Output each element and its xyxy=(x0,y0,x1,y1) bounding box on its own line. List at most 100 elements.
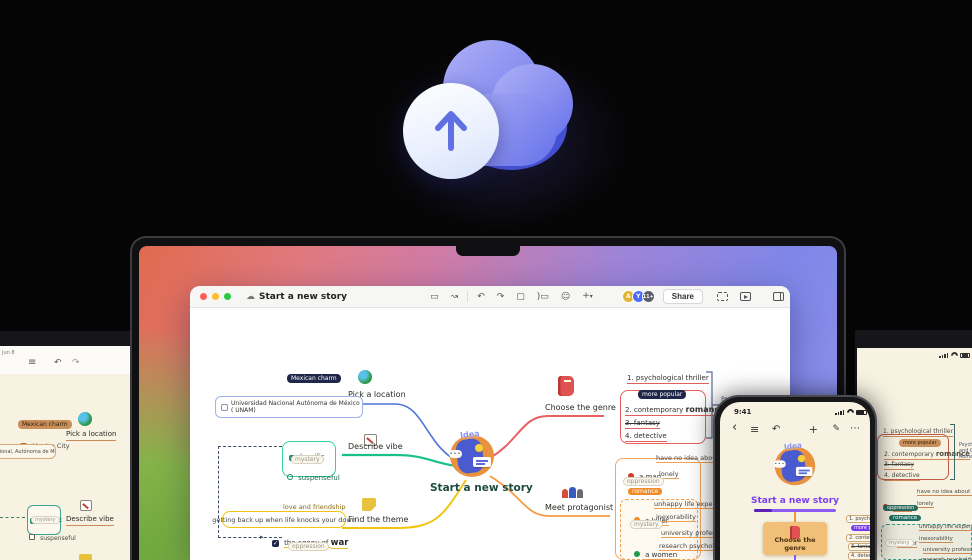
plus-icon: + xyxy=(582,291,590,301)
close-button[interactable] xyxy=(200,293,207,300)
menu-icon[interactable]: ≡ xyxy=(28,357,37,368)
phone-genre-item-4[interactable]: 4. detective xyxy=(848,552,870,560)
women-child-1[interactable]: university professor xyxy=(923,547,972,554)
minimize-button[interactable] xyxy=(212,293,219,300)
more-icon[interactable]: ⋯ xyxy=(850,423,860,434)
central-topic[interactable]: Start a new story xyxy=(430,482,533,494)
university-node[interactable]: Universidad Nacional Autónoma de México … xyxy=(215,396,363,418)
protagonist-people-icon xyxy=(562,484,584,498)
suspenseful-item[interactable]: suspenseful xyxy=(29,525,76,544)
killer-child-2[interactable]: inexorability xyxy=(656,513,697,522)
women-child-2[interactable]: research psychologist xyxy=(659,542,730,551)
battery-icon xyxy=(856,410,867,415)
redo-icon[interactable]: ↷ xyxy=(72,358,80,368)
a-women-item[interactable]: a women xyxy=(887,551,925,560)
present-icon[interactable] xyxy=(740,292,751,301)
genre-item-2-prefix: 2. contemporary xyxy=(625,406,686,414)
boundary-icon[interactable]: ▢ xyxy=(516,291,525,302)
a-women-item[interactable]: a women xyxy=(634,542,678,560)
killer-child-2[interactable]: inexorability xyxy=(919,536,953,543)
checkbox-empty-icon[interactable] xyxy=(221,403,228,411)
university-node[interactable]: cional, Autónoma de México xyxy=(0,444,56,459)
genre-item-3[interactable]: 3. fantasy xyxy=(625,419,660,429)
meet-protagonist-topic[interactable]: Meet protagonist xyxy=(545,503,614,512)
man-child-1[interactable]: have no idea about the futu xyxy=(656,454,747,463)
describe-vibe-topic[interactable]: Describe vibe xyxy=(348,442,403,451)
agony-bold: war xyxy=(330,538,349,549)
choose-genre-topic[interactable]: Choose the genre xyxy=(545,403,616,412)
checkbox-checked-icon[interactable]: ✓ xyxy=(272,540,279,547)
phone-genre-item-1[interactable]: 1. psychological xyxy=(846,515,870,523)
mystery-tag: mystery xyxy=(31,516,60,524)
relationship-icon[interactable]: ↝ xyxy=(450,291,459,302)
checkbox-empty-icon[interactable] xyxy=(29,534,35,540)
man-child-2[interactable]: lonely xyxy=(659,470,679,479)
mindmap-canvas[interactable]: ••• Idea Start a new story Pick a locati… xyxy=(190,308,790,560)
left-tablet-canvas[interactable]: Mexican charm ✓ Mexico City cional, Autó… xyxy=(0,374,146,560)
share-button[interactable]: Share xyxy=(662,289,703,304)
genre-item-2[interactable]: 2. contemporary romance xyxy=(884,450,971,460)
priority-red-icon xyxy=(628,473,634,479)
genre-group-box[interactable] xyxy=(877,434,949,480)
knocks-label: getting back up when life knocks your do… xyxy=(212,515,356,524)
oppression-tag: oppression xyxy=(288,542,329,551)
man-child-2[interactable]: lonely xyxy=(917,501,934,508)
mexican-charm-pill[interactable]: Mexican charm xyxy=(18,420,72,429)
love-friendship-label[interactable]: love and friendship xyxy=(283,503,346,511)
idea-sticker[interactable]: ••• Idea xyxy=(772,441,818,488)
redo-icon[interactable]: ↷ xyxy=(496,291,505,302)
suspenseful-item[interactable]: suspenseful xyxy=(287,465,340,484)
genre-item-4[interactable]: 4. detective xyxy=(884,472,920,481)
fullscreen-icon[interactable] xyxy=(717,292,728,301)
phone-central-topic[interactable]: Start a new story xyxy=(750,496,840,506)
back-icon[interactable]: ‹ xyxy=(732,420,738,435)
window-titlebar: ☁ Start a new story ▭ ↝ ↶ ↷ ▢ )▭ ☺ +▾ A … xyxy=(190,286,790,308)
phone-genre-item-3[interactable]: 3. fantasy xyxy=(848,543,870,551)
genre-item-1[interactable]: 1. psychological thriller xyxy=(627,374,709,384)
dash-arrow-icon: ▸ xyxy=(260,533,264,541)
phone-genre-item-2[interactable]: 2. contemporary xyxy=(846,534,870,542)
radio-empty-icon[interactable] xyxy=(287,474,293,480)
document-title: Start a new story xyxy=(259,291,348,302)
knocks-node[interactable]: getting back up when life knocks your do… xyxy=(212,511,356,528)
suspenseful-label: suspenseful xyxy=(40,535,76,542)
sticker-icon[interactable]: ☺ xyxy=(560,291,571,302)
menu-icon[interactable]: ≡ xyxy=(750,423,760,436)
undo-icon[interactable]: ↶ xyxy=(54,358,62,368)
describe-vibe-topic[interactable]: Describe vibe xyxy=(66,515,114,526)
summary-icon[interactable]: )▭ xyxy=(536,291,549,302)
pick-location-topic[interactable]: Pick a location xyxy=(348,390,406,399)
killer-child-1[interactable]: unhappy life experience xyxy=(654,500,733,509)
insert-topic-icon[interactable]: ▭ xyxy=(430,291,439,302)
add-icon[interactable]: + xyxy=(808,423,818,436)
central-underline xyxy=(754,509,836,512)
battery-icon xyxy=(960,353,970,358)
split-panel-icon[interactable] xyxy=(773,292,784,301)
summary-bracket xyxy=(950,424,955,480)
genre-item-3[interactable]: 3. fantasy xyxy=(884,461,914,470)
genre-item-2-prefix: 2. contemporary xyxy=(884,451,936,458)
women-child-1[interactable]: university professor xyxy=(661,529,726,538)
genre-item-4[interactable]: 4. detective xyxy=(625,432,667,442)
app-window: ☁ Start a new story ▭ ↝ ↶ ↷ ▢ )▭ ☺ +▾ A … xyxy=(190,286,790,560)
phone-genre-node[interactable]: Choose the genre xyxy=(763,522,827,555)
collaborator-count-badge[interactable]: 11+ xyxy=(641,290,655,303)
genre-item-2[interactable]: 2. contemporary romance xyxy=(625,405,725,416)
women-child-2[interactable]: research psychologist xyxy=(921,557,972,560)
man-child-1[interactable]: have no idea about the future xyxy=(917,489,972,496)
phone-genre-label: Choose the genre xyxy=(774,536,816,552)
genre-item-1[interactable]: 1. psychological thriller xyxy=(883,428,954,437)
find-theme-topic[interactable]: Find the theme xyxy=(348,515,409,524)
left-tablet-screen: Jun 8 ≡ ↶ ↷ Mexican charm ✓ Mexico City … xyxy=(0,346,146,560)
killer-child-1[interactable]: unhappy life experience xyxy=(919,524,972,531)
undo-icon[interactable]: ↶ xyxy=(772,424,781,435)
pen-icon[interactable]: ✎ xyxy=(832,424,840,434)
summary-line-3: Romance xyxy=(959,454,972,460)
undo-icon[interactable]: ↶ xyxy=(477,291,485,302)
idea-sticker[interactable]: ••• Idea xyxy=(447,429,497,480)
mexican-charm-pill[interactable]: Mexican charm xyxy=(287,374,341,383)
zoom-button[interactable] xyxy=(224,293,231,300)
add-menu-icon[interactable]: +▾ xyxy=(582,291,593,302)
pick-location-topic[interactable]: Pick a location xyxy=(66,430,117,441)
cell-signal-icon xyxy=(939,353,948,358)
